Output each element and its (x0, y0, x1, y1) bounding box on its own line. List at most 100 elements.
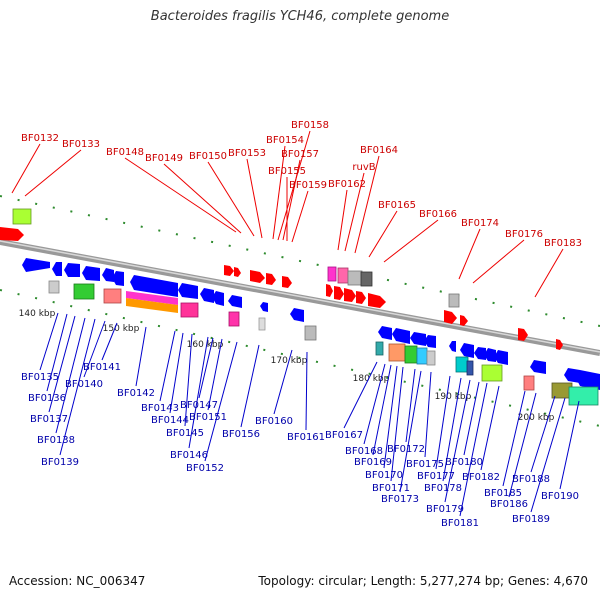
gene-label: BF0141 (83, 362, 121, 373)
gene-arrow (530, 360, 546, 374)
gene-label: BF0154 (266, 135, 304, 146)
label-leader-line (534, 248, 564, 298)
gene-arrow (112, 271, 124, 286)
tick-label: 200 kbp (518, 413, 555, 423)
gene-label: BF0139 (41, 457, 79, 468)
gene-arrow (392, 328, 410, 344)
gene-label: BF0144 (151, 415, 189, 426)
gene-label: BF0152 (186, 463, 224, 474)
feature-block (360, 271, 373, 287)
gene-label: BF0162 (328, 179, 366, 190)
gene-label: BF0155 (268, 166, 306, 177)
gene-label: BF0146 (170, 450, 208, 461)
gene-label: BF0164 (360, 145, 398, 156)
gene-label: BF0136 (28, 393, 66, 404)
gene-arrow (234, 267, 241, 277)
label-leader-line (198, 337, 214, 399)
label-leader-line (305, 351, 308, 431)
gene-label: BF0142 (117, 388, 155, 399)
gene-label: BF0138 (37, 435, 75, 446)
gene-label: BF0185 (484, 488, 522, 499)
feature-block (180, 302, 199, 318)
gene-arrow (224, 265, 234, 276)
label-leader-line (463, 381, 480, 456)
label-leader-line (24, 149, 82, 197)
feature-block (448, 293, 460, 308)
feature-block (404, 345, 418, 364)
label-leader-line (405, 368, 416, 443)
feature-block (416, 347, 428, 365)
gene-label: BF0181 (441, 518, 479, 529)
label-leader-line (444, 379, 471, 503)
tick-label: 190 kbp (435, 392, 472, 402)
gene-label: BF0172 (387, 444, 425, 455)
gene-label: BF0167 (325, 430, 363, 441)
gene-label: BF0180 (445, 457, 483, 468)
gene-label: BF0148 (106, 147, 144, 158)
gene-arrow (52, 262, 62, 276)
forward-strand-genes (0, 227, 563, 350)
accession-label: Accession: NC_006347 (9, 574, 146, 588)
label-leader-line (282, 159, 301, 241)
label-leader-line (390, 366, 404, 482)
label-leader-line (559, 400, 580, 490)
label-leader-line (59, 318, 96, 456)
label-leader-line (207, 338, 223, 411)
feature-block (73, 283, 95, 300)
gene-label: BF0153 (228, 148, 266, 159)
feature-block (455, 356, 469, 373)
gene-label: BF0161 (287, 432, 325, 443)
gene-label: BF0174 (461, 218, 499, 229)
gene-label: BF0173 (381, 494, 419, 505)
gene-arrow (260, 302, 268, 312)
tick-label: 150 kbp (103, 324, 140, 334)
gene-arrow (212, 291, 224, 306)
gene-arrow (494, 350, 508, 365)
label-leader-line (383, 365, 398, 469)
label-leader-line (83, 320, 106, 378)
gene-arrow (102, 268, 114, 282)
gene-label: BF0189 (512, 514, 550, 525)
feature-block (258, 317, 266, 331)
feature-block (568, 386, 599, 406)
gene-label: BF0175 (406, 459, 444, 470)
label-leader-line (424, 371, 432, 458)
gene-label: BF0190 (541, 491, 579, 502)
gene-label: BF0147 (180, 400, 218, 411)
gene-arrow (344, 288, 356, 302)
gene-arrow (484, 348, 496, 362)
label-leader-line (101, 322, 118, 361)
feature-block (304, 325, 317, 341)
gene-label: BF0132 (21, 133, 59, 144)
gene-arrow (378, 326, 392, 340)
gene-label: BF0168 (345, 446, 383, 457)
label-leader-line (435, 375, 451, 470)
reverse-strand-genes (22, 258, 600, 390)
gene-arrow (576, 370, 600, 390)
gene-label: ruvB (352, 162, 375, 173)
gene-label: BF0135 (21, 372, 59, 383)
gene-label: BF0170 (365, 470, 403, 481)
guide-tracks (0, 195, 600, 427)
label-leader-line (272, 145, 286, 240)
gene-label: BF0183 (544, 238, 582, 249)
gene-label: BF0176 (505, 229, 543, 240)
label-leader-line (383, 219, 439, 263)
gene-label: BF0151 (189, 412, 227, 423)
label-leader-line (169, 332, 184, 414)
label-leader-line (207, 161, 255, 237)
gene-arrow (556, 339, 563, 350)
gene-label: BF0186 (490, 499, 528, 510)
gene-label: BF0179 (426, 504, 464, 515)
label-leader-line (530, 395, 556, 473)
label-leader-line (502, 390, 526, 487)
gene-label: BF0169 (354, 457, 392, 468)
gene-arrow (449, 341, 456, 352)
feature-block (228, 311, 240, 327)
label-leader-line (399, 370, 422, 493)
gene-arrow (266, 273, 276, 285)
label-leader-line (159, 330, 176, 402)
gene-label: BF0145 (166, 428, 204, 439)
label-leader-line (277, 130, 311, 241)
